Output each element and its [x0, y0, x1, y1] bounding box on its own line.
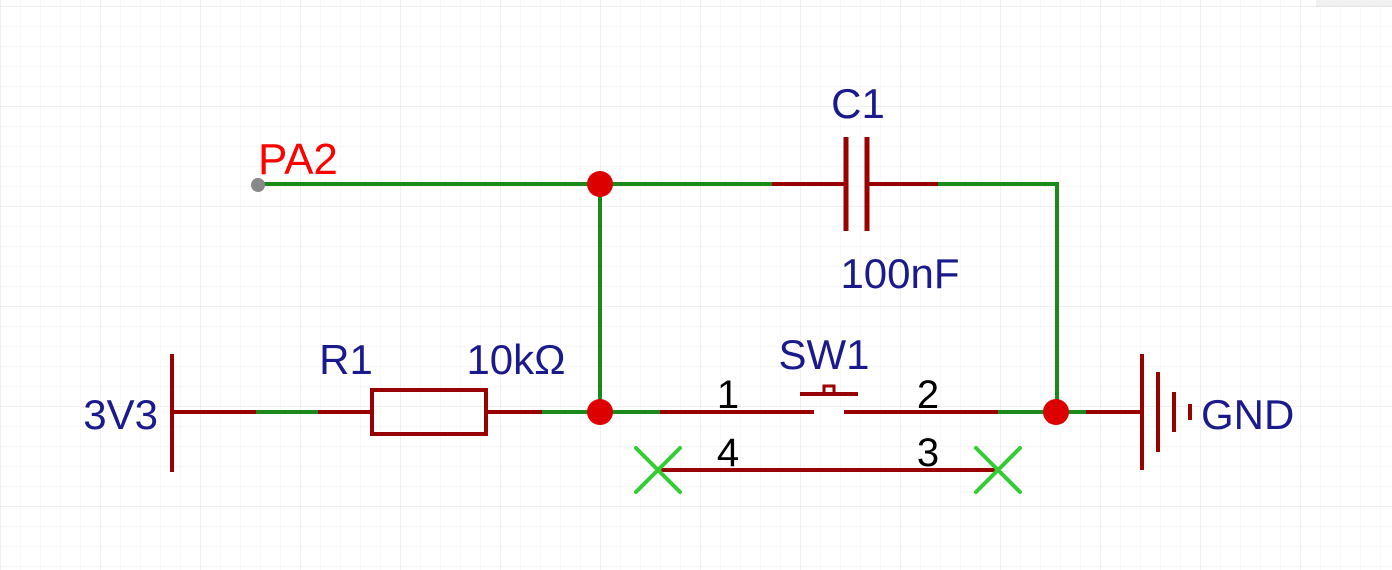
switch-designator[interactable]: SW1 [778, 331, 869, 378]
pin-number-4: 4 [717, 431, 739, 475]
switch-sw1[interactable] [658, 384, 998, 472]
no-connect-pin4[interactable] [634, 446, 682, 494]
junction-bottom-left[interactable] [587, 399, 613, 425]
net-label-pa2[interactable]: PA2 [258, 135, 338, 184]
junction-bottom-right[interactable] [1043, 399, 1069, 425]
resistor-value[interactable]: 10kΩ [466, 336, 565, 383]
power-3v3-symbol[interactable] [170, 354, 256, 472]
resistor-designator[interactable]: R1 [319, 336, 373, 383]
net-port-dot[interactable] [251, 178, 265, 192]
ground-label[interactable]: GND [1201, 391, 1294, 438]
resistor-r1[interactable] [318, 388, 542, 436]
pin-number-1: 1 [717, 373, 739, 417]
no-connect-pin3[interactable] [974, 446, 1022, 494]
ground-symbol[interactable] [1086, 354, 1192, 470]
capacitor-designator[interactable]: C1 [831, 80, 885, 127]
capacitor-value[interactable]: 100nF [840, 250, 959, 297]
pin-number-2: 2 [917, 373, 939, 417]
junction-top[interactable] [587, 171, 613, 197]
wires [256, 182, 1086, 414]
capacitor-c1[interactable] [772, 137, 938, 231]
pin-number-3: 3 [917, 431, 939, 475]
power-label-3v3[interactable]: 3V3 [83, 391, 158, 438]
